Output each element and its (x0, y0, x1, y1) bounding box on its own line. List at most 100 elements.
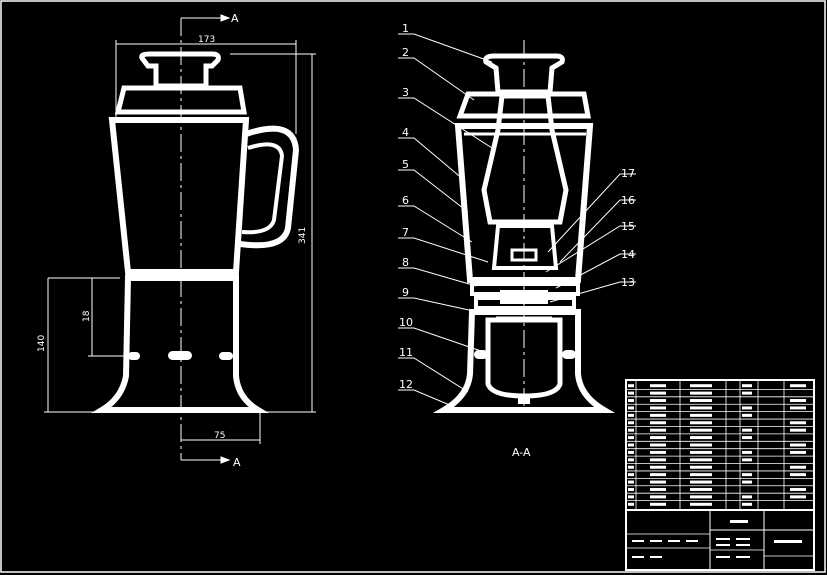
leader-lines (398, 33, 636, 407)
parts-list-entry (628, 421, 634, 425)
parts-list-entry (742, 391, 752, 395)
parts-list-entry (690, 428, 712, 432)
parts-list-entry (650, 443, 666, 447)
part-number-11: 11 (399, 346, 413, 359)
part-number-4: 4 (402, 126, 409, 139)
parts-list-entry (690, 487, 712, 491)
part-number-9: 9 (402, 286, 409, 299)
parts-list-entry (690, 495, 712, 499)
parts-list-entry (628, 443, 634, 447)
parts-list-entry (690, 406, 712, 410)
parts-list-entry (790, 443, 806, 447)
part-number-12: 12 (399, 378, 413, 391)
parts-list-entry (742, 480, 752, 484)
parts-list-entry (690, 421, 712, 425)
parts-list-entry (628, 480, 634, 484)
parts-list-entry (650, 480, 666, 484)
parts-list-entry (650, 384, 666, 388)
parts-list-entry (628, 399, 634, 403)
parts-list-entry (650, 458, 666, 462)
dim-inner-height: 18 (82, 310, 92, 322)
parts-list-entry (690, 450, 712, 454)
parts-list-entry (628, 502, 634, 506)
parts-list-entry (690, 384, 712, 388)
parts-list-entry (690, 443, 712, 447)
parts-list-entry (742, 428, 752, 432)
parts-list-entry (742, 473, 752, 477)
parts-list-entry (742, 406, 752, 410)
parts-list-entry (650, 450, 666, 454)
parts-list-entry (690, 465, 712, 469)
parts-list-entry (650, 428, 666, 432)
parts-list-entry (650, 391, 666, 395)
parts-list-entry (650, 406, 666, 410)
parts-list-entry (742, 502, 752, 506)
part-number-16: 16 (621, 194, 635, 207)
parts-list-entry (790, 465, 806, 469)
parts-list-entry (628, 458, 634, 462)
dim-top-width: 173 (198, 35, 215, 45)
section-marker-top: A (231, 12, 239, 25)
parts-list-entry (628, 450, 634, 454)
parts-list-entry (690, 399, 712, 403)
parts-list-entry (690, 480, 712, 484)
front-view-dimensions (44, 14, 316, 464)
part-numbers: 1 2 3 4 5 6 7 8 9 10 11 12 13 14 15 16 1… (399, 22, 635, 391)
section-caption: A-A (512, 446, 531, 459)
parts-list-entry (742, 436, 752, 440)
part-number-7: 7 (402, 226, 409, 239)
parts-list-entry (742, 450, 752, 454)
parts-list-entry (628, 384, 634, 388)
parts-list-entry (628, 413, 634, 417)
parts-list-entry (650, 487, 666, 491)
front-view (91, 18, 300, 460)
dim-total-height: 341 (298, 227, 308, 244)
parts-list-entry (650, 421, 666, 425)
parts-list-entry (628, 428, 634, 432)
part-number-13: 13 (621, 276, 635, 289)
parts-list-entry (742, 495, 752, 499)
parts-list-entry (790, 384, 806, 388)
parts-list-entry (742, 384, 752, 388)
dim-half-base-width: 75 (214, 431, 225, 441)
parts-list-entry (790, 473, 806, 477)
title-block (625, 379, 815, 571)
parts-list-entry (690, 413, 712, 417)
parts-list-entry (650, 473, 666, 477)
parts-list-entry (628, 495, 634, 499)
part-number-2: 2 (402, 46, 409, 59)
part-number-6: 6 (402, 194, 409, 207)
parts-list-entry (690, 502, 712, 506)
parts-list-entry (690, 436, 712, 440)
parts-list-entry (790, 406, 806, 410)
parts-list-entry (690, 391, 712, 395)
parts-list-entry (742, 458, 752, 462)
dim-base-height: 140 (37, 335, 47, 352)
title-block-fills (632, 520, 802, 558)
part-number-1: 1 (402, 22, 409, 35)
section-view (432, 40, 616, 413)
parts-list-entry (790, 399, 806, 403)
parts-list-entry (790, 450, 806, 454)
parts-list-entry (742, 413, 752, 417)
section-marker-bottom: A (233, 456, 241, 469)
parts-list-entry (790, 428, 806, 432)
parts-list-entry (650, 413, 666, 417)
parts-list-entry (628, 465, 634, 469)
parts-list-entry (790, 421, 806, 425)
part-number-15: 15 (621, 220, 635, 233)
part-number-14: 14 (621, 248, 635, 261)
parts-list-entry (650, 465, 666, 469)
parts-list-grid (626, 380, 814, 510)
parts-list-entry (650, 399, 666, 403)
part-number-10: 10 (399, 316, 413, 329)
parts-list-entry (690, 458, 712, 462)
parts-list-entry (650, 495, 666, 499)
part-number-3: 3 (402, 86, 409, 99)
part-number-8: 8 (402, 256, 409, 269)
parts-list-entry (650, 502, 666, 506)
parts-list-entry (790, 487, 806, 491)
parts-list-entry (628, 436, 634, 440)
